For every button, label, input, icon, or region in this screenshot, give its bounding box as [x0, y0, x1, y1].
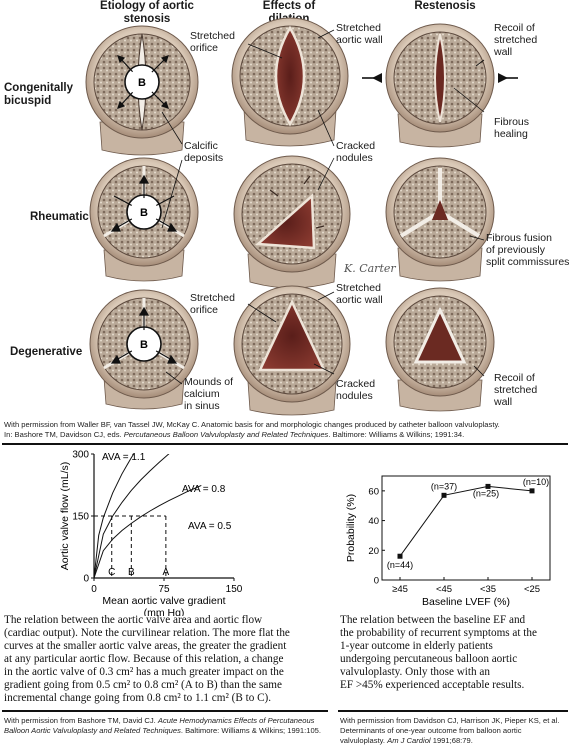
data-label: (n=37) [431, 481, 457, 491]
x-tick-label: <35 [480, 584, 496, 595]
y-tick-label: 0 [374, 576, 379, 587]
data-point [397, 553, 403, 559]
x-tick-label: 150 [226, 584, 243, 595]
series-label: AVA = 0.8 [182, 484, 226, 495]
annotation-calcific-deposits: Calcific deposits [184, 140, 224, 164]
valve-rheumatic-dilation [233, 155, 351, 289]
data-point [529, 488, 535, 494]
annotation-stretched-orifice: Stretched orifice [190, 30, 235, 54]
y-axis-title: Aortic valve flow (mL/s) [59, 462, 71, 571]
reference-point-label: B [128, 567, 135, 578]
x-tick-label: <45 [436, 584, 452, 595]
left-description: The relation between the aortic valve ar… [4, 614, 290, 704]
illustration-caption: With permission from Waller BF, van Tass… [4, 420, 500, 439]
valve-rheumatic-restenosis [385, 157, 495, 282]
annotation-recoil-2: Recoil of stretched wall [494, 372, 538, 408]
annotation-fibrous-fusion: Fibrous fusion of previously split commi… [486, 232, 570, 268]
right-chart-caption: With permission from Davidson CJ, Harris… [340, 716, 560, 745]
plot-frame [381, 475, 551, 581]
reference-point-label: A [163, 567, 170, 578]
series-line [94, 454, 135, 578]
series-label: AVA = 0.5 [188, 521, 232, 532]
annotation-mounds-of-calcium: Mounds of calcium in sinus [184, 376, 234, 412]
x-tick-label: 0 [91, 584, 97, 595]
row-header-bicuspid: Congenitally bicuspid [4, 82, 74, 107]
x-tick-label: <25 [524, 584, 540, 595]
x-axis-title: Baseline LVEF (%) [422, 596, 510, 608]
series-line [94, 454, 170, 578]
series-line [399, 485, 533, 557]
data-label: (n=44) [387, 560, 413, 570]
bottom-right-divider [338, 710, 568, 712]
y-tick-label: 40 [368, 516, 379, 527]
reference-point-label: C [108, 567, 115, 578]
valve-rheumatic-etiology [89, 157, 199, 282]
column-header-restenosis: Restenosis [414, 0, 476, 12]
x-tick-label: ≥45 [392, 584, 408, 595]
data-point [441, 492, 447, 498]
y-tick-label: 60 [368, 486, 379, 497]
valve-degenerative-restenosis [385, 287, 495, 412]
y-tick-label: 0 [83, 574, 89, 585]
y-tick-label: 20 [368, 546, 379, 557]
y-axis-title: Probability (%) [345, 494, 357, 562]
x-axis-title: Mean aortic valve gradient [102, 595, 225, 607]
valve-bicuspid-dilation [231, 17, 349, 147]
x-axis-unit: (mm Hg) [144, 607, 185, 616]
series-label: AVA = 1.1 [102, 452, 146, 463]
artist-signature: K. Carter [344, 262, 396, 275]
annotation-stretched-orifice-2: Stretched orifice [190, 292, 235, 316]
valve-bicuspid-etiology [85, 25, 199, 156]
annotation-fibrous-healing: Fibrous healing [494, 116, 530, 140]
balloon-label-2: B [140, 207, 148, 219]
annotation-recoil-1: Recoil of stretched wall [494, 22, 538, 58]
column-header-etiology: Etiology of aortic stenosis [100, 0, 194, 25]
right-description: The relation between the baseline EF and… [340, 614, 537, 691]
balloon-label-3: B [140, 339, 148, 351]
bottom-left-divider [2, 710, 328, 712]
series-line [94, 484, 202, 578]
y-tick-label: 150 [72, 512, 89, 523]
valve-degenerative-dilation [233, 285, 351, 416]
annotation-cracked-nodules-2: Cracked nodules [336, 378, 376, 402]
valve-bicuspid-restenosis [362, 23, 518, 148]
data-point [485, 483, 491, 489]
row-header-degenerative: Degenerative [10, 346, 83, 358]
data-label: (n=10) [523, 477, 549, 487]
balloon-label-1: B [138, 77, 146, 89]
x-tick-label: 75 [158, 584, 170, 595]
y-tick-label: 300 [72, 450, 89, 461]
top-divider [2, 443, 568, 445]
data-label: (n=25) [473, 488, 499, 498]
leader-lines [161, 29, 485, 385]
annotation-cracked-nodules-1: Cracked nodules [336, 140, 376, 164]
valve-drawings: B B B [85, 17, 518, 416]
left-chart-caption: With permission from Bashore TM, David C… [4, 716, 321, 735]
row-header-rheumatic: Rheumatic [30, 211, 89, 223]
annotation-stretched-aortic-wall-2: Stretched aortic wall [336, 282, 383, 306]
annotation-stretched-aortic-wall: Stretched aortic wall [336, 22, 383, 46]
valve-degenerative-etiology [89, 289, 199, 410]
